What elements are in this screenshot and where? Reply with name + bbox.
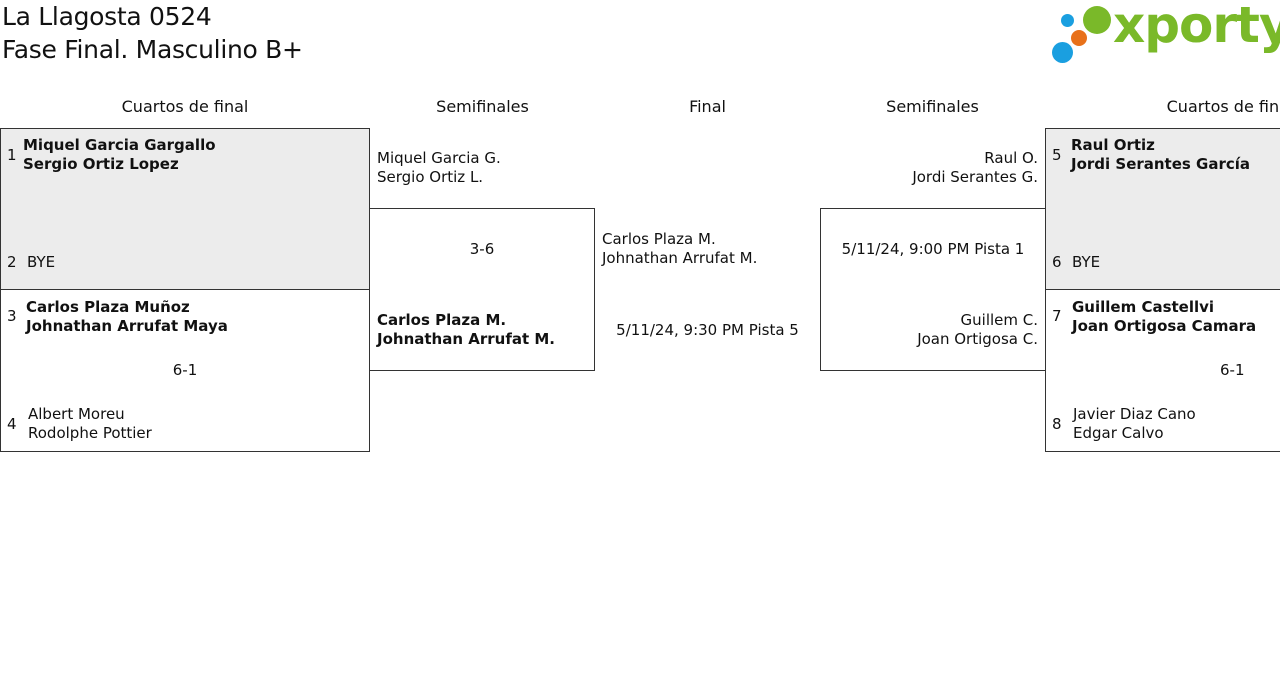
match-score: 6-1 xyxy=(1220,361,1245,379)
seed-number: 7 xyxy=(1052,307,1062,325)
team-player-name: Carlos Plaza Muñoz xyxy=(26,298,190,316)
team-player-name: Edgar Calvo xyxy=(1073,424,1164,442)
seed-number: 5 xyxy=(1052,146,1062,164)
xporty-logo: xporty xyxy=(1050,0,1280,68)
column-header-right-semifinals: Semifinales xyxy=(886,97,979,116)
team-player-name: Sergio Ortiz Lopez xyxy=(23,155,179,173)
logo-dot-blue-large-icon xyxy=(1052,42,1073,63)
right-qf2-match[interactable] xyxy=(1045,289,1280,452)
draw-subtitle: Fase Final. Masculino B+ xyxy=(2,35,303,64)
team-player-name: Guillem C. xyxy=(960,311,1038,329)
logo-dot-green-icon xyxy=(1083,6,1111,34)
match-score: 6-1 xyxy=(172,361,198,379)
team-player-name: Miquel Garcia G. xyxy=(377,149,501,167)
logo-dot-blue-small-icon xyxy=(1061,14,1074,27)
team-player-name: Rodolphe Pottier xyxy=(28,424,152,442)
team-player-name: Johnathan Arrufat Maya xyxy=(26,317,228,335)
team-player-name: Sergio Ortiz L. xyxy=(377,168,484,186)
seed-number: 3 xyxy=(7,307,17,325)
seed-number: 1 xyxy=(7,146,17,164)
column-header-right-quarterfinals: Cuartos de final xyxy=(1166,97,1280,116)
team-player-name: Jordi Serantes G. xyxy=(912,168,1038,186)
team-player-name: Johnathan Arrufat M. xyxy=(602,249,758,267)
team-player-name: Raul Ortiz xyxy=(1071,136,1155,154)
left-semifinal-match[interactable] xyxy=(369,208,595,371)
team-player-name: Guillem Castellvi xyxy=(1072,298,1215,316)
column-header-left-semifinals: Semifinales xyxy=(436,97,529,116)
team-player-name: Miquel Garcia Gargallo xyxy=(23,136,216,154)
logo-wordmark: xporty xyxy=(1113,0,1280,54)
column-header-final: Final xyxy=(689,97,726,116)
right-qf1-match[interactable] xyxy=(1045,128,1280,290)
match-score: 3-6 xyxy=(469,240,495,258)
team-player-name: Carlos Plaza M. xyxy=(377,311,507,329)
left-qf1-match[interactable] xyxy=(0,128,370,290)
team-player-name: Carlos Plaza M. xyxy=(602,230,716,248)
seed-number: 6 xyxy=(1052,253,1062,271)
seed-number: 2 xyxy=(7,253,17,271)
column-header-left-quarterfinals: Cuartos de final xyxy=(121,97,249,116)
bye-label: BYE xyxy=(1072,253,1101,271)
seed-number: 4 xyxy=(7,415,17,433)
team-player-name: Jordi Serantes García xyxy=(1071,155,1251,173)
team-player-name: Johnathan Arrufat M. xyxy=(377,330,555,348)
team-player-name: Joan Ortigosa C. xyxy=(917,330,1038,348)
seed-number: 8 xyxy=(1052,415,1062,433)
tournament-title: La Llagosta 0524 xyxy=(2,2,212,31)
team-player-name: Albert Moreu xyxy=(28,405,125,423)
logo-dot-orange-icon xyxy=(1071,30,1087,46)
match-schedule: 5/11/24, 9:30 PM Pista 5 xyxy=(616,321,799,339)
match-schedule: 5/11/24, 9:00 PM Pista 1 xyxy=(841,240,1025,258)
team-player-name: Joan Ortigosa Camara xyxy=(1072,317,1257,335)
team-player-name: Javier Diaz Cano xyxy=(1073,405,1196,423)
bye-label: BYE xyxy=(27,253,56,271)
team-player-name: Raul O. xyxy=(984,149,1038,167)
